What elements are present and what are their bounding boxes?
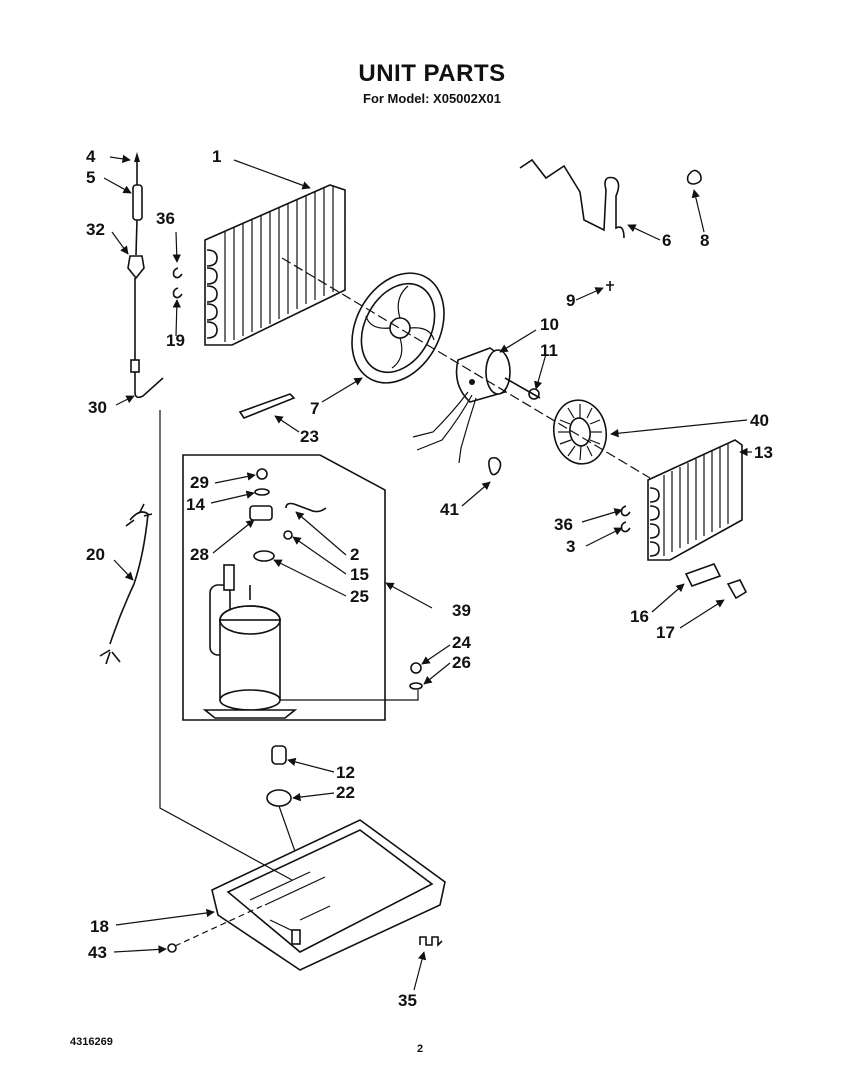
callout-30: 30 — [88, 398, 107, 417]
capillary-tube-assembly — [127, 152, 164, 399]
callout-40: 40 — [750, 411, 769, 430]
callout-8: 8 — [700, 231, 709, 250]
callout-22: 22 — [336, 783, 355, 802]
clip-part-36-right — [620, 505, 631, 517]
callout-11: 11 — [540, 341, 558, 360]
bracket-part-16 — [684, 563, 722, 587]
callout-18: 18 — [90, 917, 109, 936]
callout-4: 4 — [86, 147, 96, 166]
base-pan — [211, 819, 446, 971]
callout-39: 39 — [452, 601, 471, 620]
clip-part-41 — [488, 456, 502, 476]
callout-25: 25 — [350, 587, 369, 606]
washer-part-14 — [254, 488, 270, 496]
callout-16: 16 — [630, 607, 649, 626]
callout-41: 41 — [440, 500, 459, 519]
callout-29: 29 — [190, 473, 209, 492]
callout-17: 17 — [656, 623, 675, 642]
grommet-part-12 — [271, 745, 287, 765]
callout-12: 12 — [336, 763, 355, 782]
page-title: UNIT PARTS — [358, 60, 506, 87]
callout-5: 5 — [86, 168, 95, 187]
model-subtitle: For Model: X05002X01 — [363, 91, 501, 106]
wire-harness — [99, 503, 153, 665]
callout-1: 1 — [212, 147, 221, 166]
callout-10: 10 — [540, 315, 559, 334]
callout-35: 35 — [398, 991, 417, 1010]
callout-13: 13 — [754, 443, 773, 462]
condenser-coil — [204, 184, 346, 346]
callout-26: 26 — [452, 653, 471, 672]
callout-43: 43 — [88, 943, 107, 962]
clip-part-35 — [419, 936, 443, 947]
callout-7: 7 — [310, 399, 319, 418]
overload-part-2 — [285, 502, 327, 513]
nut-part-29 — [256, 468, 268, 480]
compressor-kit-outline — [182, 454, 386, 721]
bracket-part-28 — [249, 505, 273, 521]
nut-part-24 — [410, 662, 422, 674]
callout-20: 20 — [86, 545, 105, 564]
screw-part-43 — [167, 943, 177, 953]
clip-part-11 — [528, 388, 540, 400]
callout-2: 2 — [350, 545, 359, 564]
callout-36-left: 36 — [156, 209, 175, 228]
terminal-cover-part-25 — [253, 550, 275, 562]
grommet-part-15 — [283, 530, 293, 540]
callout-3: 3 — [566, 537, 575, 556]
evaporator-coil — [647, 439, 743, 561]
document-code: 4316269 — [70, 1036, 113, 1048]
callout-14: 14 — [186, 495, 205, 514]
clip-part-8 — [686, 169, 702, 185]
bracket-part-23 — [238, 393, 296, 419]
drain-tube — [519, 158, 625, 239]
compressor — [202, 564, 298, 719]
fan-motor — [412, 347, 541, 464]
callout-32: 32 — [86, 220, 105, 239]
callout-15: 15 — [350, 565, 369, 584]
callout-36-right: 36 — [554, 515, 573, 534]
clip-part-17 — [726, 579, 748, 600]
page-number: 2 — [417, 1043, 424, 1055]
callout-28: 28 — [190, 545, 209, 564]
callout-19: 19 — [166, 331, 185, 350]
clip-part-3 — [620, 521, 631, 533]
clip-part-36-left — [172, 267, 183, 279]
callout-24: 24 — [452, 633, 471, 652]
callout-9: 9 — [566, 291, 575, 310]
blower-wheel — [552, 399, 608, 465]
washer-part-26 — [409, 682, 423, 690]
callout-6: 6 — [662, 231, 671, 250]
assembly-leader — [159, 410, 293, 881]
mount-part-22 — [266, 789, 292, 807]
discharge-line — [280, 690, 419, 701]
clip-part-19 — [172, 287, 183, 299]
callout-23: 23 — [300, 427, 319, 446]
screw-part-9 — [606, 281, 614, 291]
